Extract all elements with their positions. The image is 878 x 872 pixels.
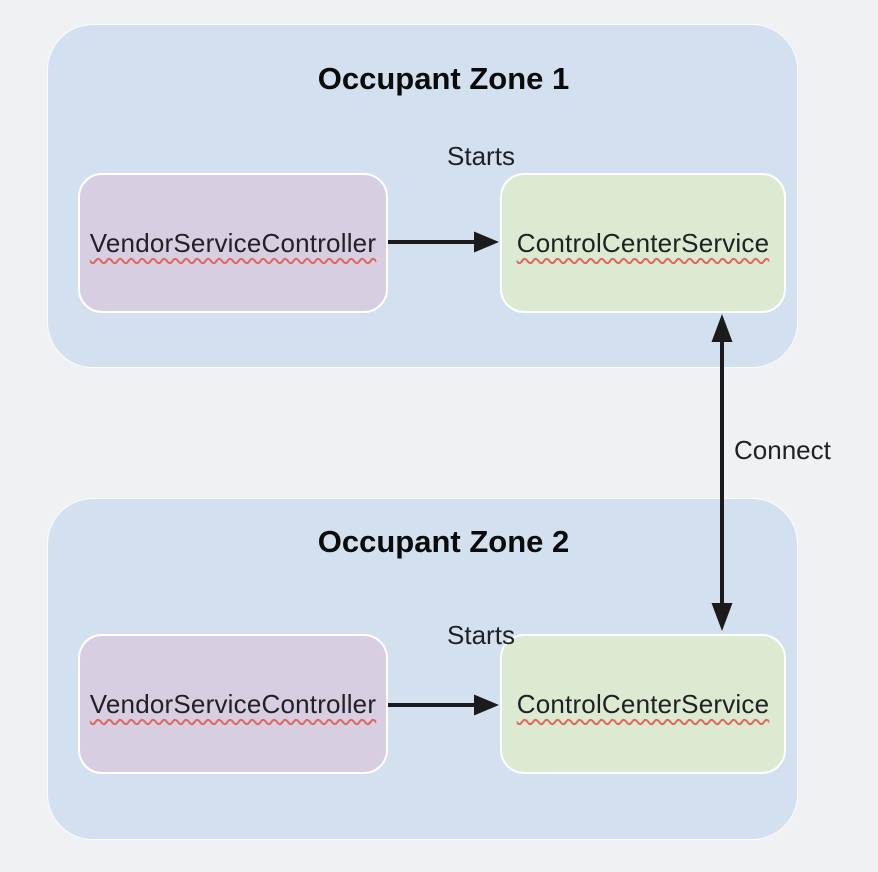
- occupant-zone-1: Occupant Zone 1 VendorServiceController …: [47, 24, 798, 368]
- vendor-service-controller-label-zone1: VendorServiceController: [89, 227, 377, 258]
- occupant-zone-2: Occupant Zone 2 VendorServiceController …: [47, 498, 798, 840]
- control-center-service-node-zone2: ControlCenterService: [500, 634, 786, 774]
- vendor-service-controller-node-zone1: VendorServiceController: [78, 173, 388, 313]
- occupant-zone-2-title: Occupant Zone 2: [317, 524, 570, 559]
- control-center-service-label-zone2: ControlCenterService: [516, 688, 770, 719]
- connect-edge-label: Connect: [734, 435, 831, 465]
- starts-edge-label-zone2: Starts: [447, 620, 515, 650]
- control-center-service-node-zone1: ControlCenterService: [500, 173, 786, 313]
- occupant-zone-1-title: Occupant Zone 1: [317, 61, 570, 96]
- control-center-service-label-zone1: ControlCenterService: [516, 227, 770, 258]
- vendor-service-controller-node-zone2: VendorServiceController: [78, 634, 388, 774]
- vendor-service-controller-label-zone2: VendorServiceController: [89, 688, 377, 719]
- starts-edge-label-zone1: Starts: [447, 141, 515, 171]
